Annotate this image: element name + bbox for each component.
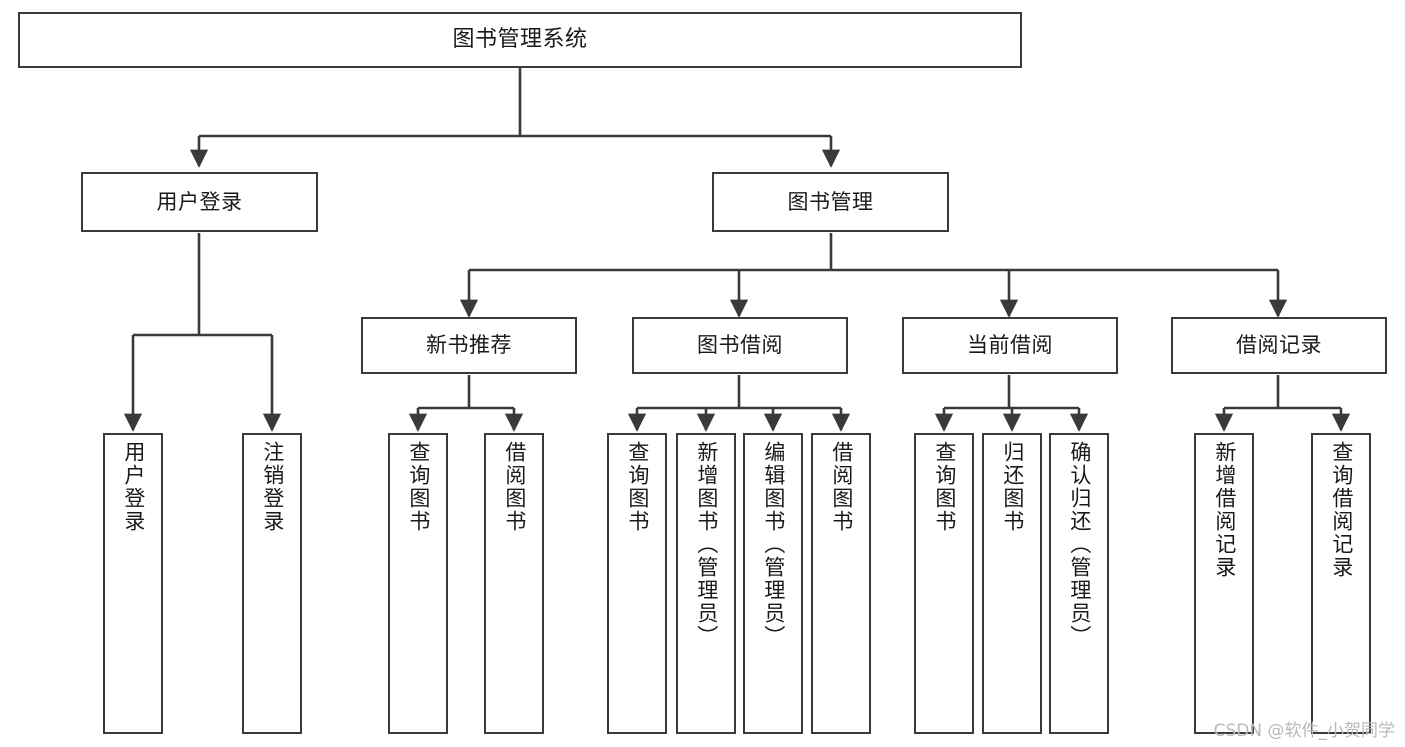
node-leaf-user-logout[interactable]: 注销登录 <box>242 433 302 734</box>
node-leaf-add-record-label: 新增借阅记录 <box>1212 441 1237 579</box>
node-borrow-record-label: 借阅记录 <box>1236 333 1322 358</box>
node-user-login-label: 用户登录 <box>156 189 243 214</box>
node-leaf-edit-book-label: 编辑图书（管理员） <box>761 441 786 648</box>
node-leaf-borrow-book-2[interactable]: 借阅图书 <box>811 433 871 734</box>
node-book-borrow[interactable]: 图书借阅 <box>632 317 848 374</box>
node-borrow-record[interactable]: 借阅记录 <box>1171 317 1387 374</box>
node-leaf-edit-book[interactable]: 编辑图书（管理员） <box>743 433 803 734</box>
node-leaf-query-record-label: 查询借阅记录 <box>1329 441 1354 579</box>
node-leaf-query-book-3-label: 查询图书 <box>932 441 957 533</box>
node-new-book-rec[interactable]: 新书推荐 <box>361 317 577 374</box>
node-new-book-rec-label: 新书推荐 <box>426 333 512 358</box>
node-book-manage-label: 图书管理 <box>787 189 874 214</box>
node-leaf-add-book[interactable]: 新增图书（管理员） <box>676 433 736 734</box>
node-leaf-query-book-3[interactable]: 查询图书 <box>914 433 974 734</box>
node-leaf-query-book-1[interactable]: 查询图书 <box>388 433 448 734</box>
watermark-text: CSDN @软件_小贺同学 <box>1213 721 1395 741</box>
node-leaf-add-record[interactable]: 新增借阅记录 <box>1194 433 1254 734</box>
node-leaf-user-logout-label: 注销登录 <box>260 441 285 533</box>
node-leaf-confirm-return-label: 确认归还（管理员） <box>1067 441 1092 648</box>
node-leaf-query-book-2[interactable]: 查询图书 <box>607 433 667 734</box>
node-leaf-user-login-label: 用户登录 <box>121 441 146 533</box>
node-root[interactable]: 图书管理系统 <box>18 12 1022 68</box>
node-leaf-return-book-label: 归还图书 <box>1000 441 1025 533</box>
node-leaf-query-record[interactable]: 查询借阅记录 <box>1311 433 1371 734</box>
node-root-label: 图书管理系统 <box>452 27 588 53</box>
node-leaf-add-book-label: 新增图书（管理员） <box>694 441 719 648</box>
node-leaf-borrow-book-1-label: 借阅图书 <box>502 441 527 533</box>
node-leaf-confirm-return[interactable]: 确认归还（管理员） <box>1049 433 1109 734</box>
node-leaf-borrow-book-2-label: 借阅图书 <box>829 441 854 533</box>
node-book-borrow-label: 图书借阅 <box>697 333 783 358</box>
node-current-borrow[interactable]: 当前借阅 <box>902 317 1118 374</box>
node-user-login[interactable]: 用户登录 <box>81 172 318 232</box>
node-leaf-borrow-book-1[interactable]: 借阅图书 <box>484 433 544 734</box>
node-book-manage[interactable]: 图书管理 <box>712 172 949 232</box>
node-current-borrow-label: 当前借阅 <box>967 333 1053 358</box>
node-leaf-return-book[interactable]: 归还图书 <box>982 433 1042 734</box>
node-leaf-query-book-1-label: 查询图书 <box>406 441 431 533</box>
node-leaf-user-login[interactable]: 用户登录 <box>103 433 163 734</box>
node-leaf-query-book-2-label: 查询图书 <box>625 441 650 533</box>
